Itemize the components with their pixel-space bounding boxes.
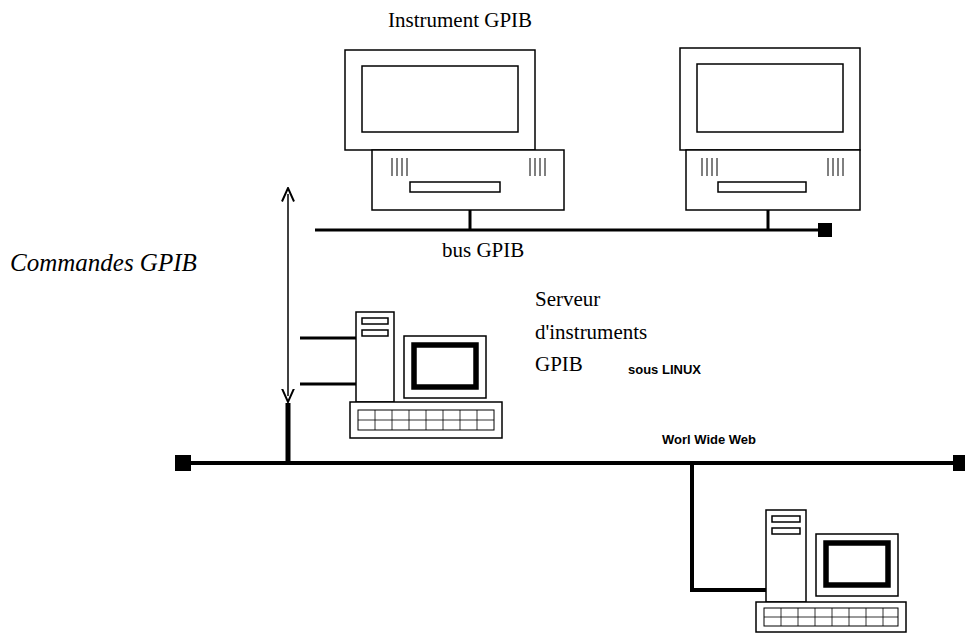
www-line	[175, 455, 965, 471]
www-label: Worl Wide Web	[662, 432, 756, 448]
instrument-1	[345, 50, 564, 230]
instrument-2	[680, 48, 860, 230]
client-link	[692, 463, 766, 590]
instrument-label: Instrument GPIB	[388, 8, 532, 33]
command-arrow	[287, 194, 289, 396]
server-link	[286, 403, 291, 463]
os-label: sous LINUX	[628, 362, 701, 378]
server-pc	[300, 312, 502, 438]
client-pc	[756, 510, 906, 632]
bus-label: bus GPIB	[442, 238, 524, 263]
commands-label: Commandes GPIB	[10, 248, 197, 278]
gpib-bus	[315, 223, 832, 237]
